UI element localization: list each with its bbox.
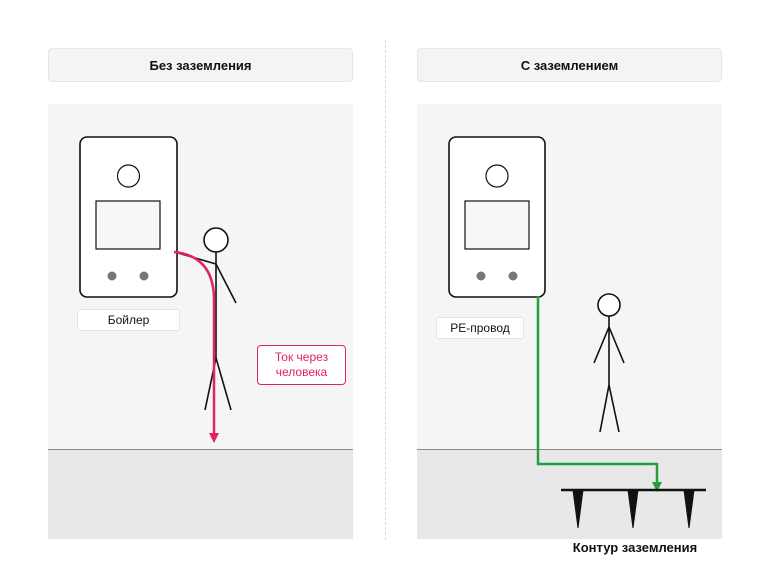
panel-title-with-grounding: С заземлением	[417, 48, 722, 82]
ground-loop-label: Контур заземления	[572, 540, 698, 555]
current-through-person-label: Ток через человека	[257, 345, 346, 385]
pe-wire-icon	[536, 296, 662, 492]
boiler-icon	[448, 136, 546, 298]
boiler-icon	[79, 136, 178, 298]
ground-electrode-icon	[561, 488, 706, 529]
current-label-line1: Ток через	[274, 350, 329, 364]
panel-title-no-grounding: Без заземления	[48, 48, 353, 82]
person-icon	[593, 293, 625, 433]
boiler-label: Бойлер	[77, 309, 180, 331]
current-arrow-icon	[173, 250, 219, 443]
floor-area-left	[48, 449, 353, 539]
panel-divider	[385, 40, 386, 540]
pe-wire-label: PE-провод	[436, 317, 524, 339]
current-label-line2: человека	[275, 365, 328, 379]
